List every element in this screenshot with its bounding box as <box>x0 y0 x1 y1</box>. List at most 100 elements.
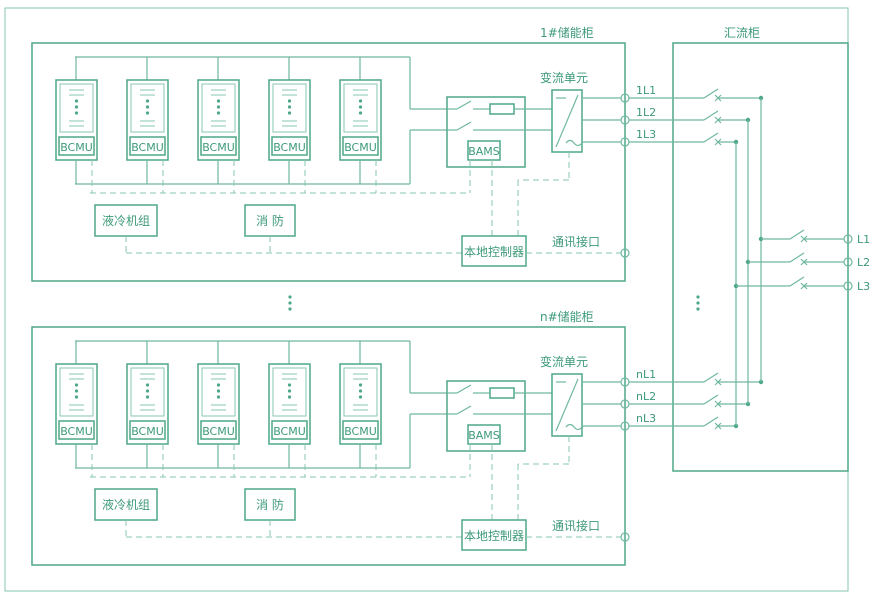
module-ellipsis-icon <box>216 383 221 399</box>
liquid-cooling-label: 液冷机组 <box>102 213 150 228</box>
ellipsis-dot <box>216 389 221 393</box>
ellipsis-dot <box>216 383 221 387</box>
battery-cluster-2: BCMU <box>126 57 169 193</box>
ellipsis-dot <box>358 99 363 103</box>
cabinet-frame <box>31 42 626 282</box>
ellipsis-dot <box>145 395 150 399</box>
battery-module-rack <box>201 367 236 417</box>
ellipsis-dot <box>74 383 79 387</box>
fire-protection-label: 消 防 <box>256 497 284 512</box>
comm-terminal <box>620 532 630 542</box>
battery-module-rack <box>59 367 94 417</box>
ellipsis-dot <box>145 383 150 387</box>
ellipsis-dot <box>216 105 221 109</box>
fire-protection-box <box>244 204 296 237</box>
breaker-blade <box>703 416 719 427</box>
dc-switch-bottom-icon <box>447 405 481 415</box>
converter-diagonal <box>555 378 579 432</box>
bcmu-label: BCMU <box>273 425 306 438</box>
bcmu-box <box>200 420 237 440</box>
phase-label-1: nL1 <box>636 368 656 381</box>
cabinet-ellipsis-icon <box>288 295 292 311</box>
bcmu-label: BCMU <box>202 141 235 154</box>
ellipsis-dot <box>74 389 79 393</box>
ellipsis-dot <box>358 105 363 109</box>
local-controller-label: 本地控制器 <box>464 245 524 259</box>
bcmu-label: BCMU <box>202 425 235 438</box>
ellipsis-dot <box>287 105 292 109</box>
bcmu-box <box>200 136 237 156</box>
bams-box <box>467 424 501 445</box>
switch-blade <box>456 384 472 394</box>
liquid-cooling-box <box>94 204 158 237</box>
battery-cluster-5: BCMU <box>339 341 382 477</box>
comm-interface-label: 通讯接口 <box>552 518 600 533</box>
output-label-2: L2 <box>857 256 870 269</box>
battery-module-rack <box>343 367 378 417</box>
ellipsis-dot <box>74 105 79 109</box>
bams-label: BAMS <box>468 145 500 158</box>
phase-label-3: nL3 <box>636 412 656 425</box>
ellipsis-dot <box>358 395 363 399</box>
main-breaker-blade <box>789 229 805 240</box>
ellipsis-dot <box>74 111 79 115</box>
battery-module-rack <box>59 83 94 133</box>
phase-label-3: 1L3 <box>636 128 656 141</box>
phase-label-1: 1L1 <box>636 84 656 97</box>
battery-cluster-1: BCMU <box>55 341 98 477</box>
bams-box <box>467 140 501 161</box>
bcmu-box <box>129 420 166 440</box>
battery-module-rack <box>130 83 165 133</box>
switch-blade <box>456 100 472 110</box>
bcmu-label: BCMU <box>60 141 93 154</box>
ellipsis-dot <box>287 111 292 115</box>
output-label-3: L3 <box>857 280 870 293</box>
dc-switch-top-icon <box>447 384 481 394</box>
liquid-cooling-label: 液冷机组 <box>102 497 150 512</box>
bcmu-label: BCMU <box>344 425 377 438</box>
breaker-blade <box>703 110 719 121</box>
ellipsis-dot <box>74 99 79 103</box>
output-terminal <box>843 257 853 267</box>
module-ellipsis-icon <box>287 383 292 399</box>
ellipsis-dot <box>74 395 79 399</box>
breaker-blade <box>703 132 719 143</box>
ellipsis-dot <box>216 99 221 103</box>
module-ellipsis-icon <box>74 99 79 115</box>
battery-cluster-4: BCMU <box>268 57 311 193</box>
switch-blade <box>456 405 472 415</box>
converter-ac-symbol <box>565 423 583 431</box>
bcmu-box <box>129 136 166 156</box>
ellipsis-dot <box>358 383 363 387</box>
ellipsis-dot <box>287 99 292 103</box>
main-breaker-blade <box>789 276 805 287</box>
fire-protection-label: 消 防 <box>256 213 284 228</box>
switch-blade <box>456 121 472 131</box>
main-breaker-blade <box>789 252 805 263</box>
ellipsis-dot <box>288 301 292 305</box>
fuse-icon <box>489 103 515 115</box>
ellipsis-dot <box>288 307 292 311</box>
bcmu-label: BCMU <box>344 141 377 154</box>
battery-module-rack <box>130 367 165 417</box>
battery-module-rack <box>201 83 236 133</box>
ellipsis-dot <box>145 99 150 103</box>
module-ellipsis-icon <box>216 99 221 115</box>
cabinet-frame <box>31 326 626 566</box>
module-ellipsis-icon <box>74 383 79 399</box>
module-ellipsis-icon <box>287 99 292 115</box>
battery-cluster-4: BCMU <box>268 341 311 477</box>
local-controller-box <box>461 235 527 267</box>
output-label-1: L1 <box>857 233 870 246</box>
bcmu-label: BCMU <box>273 141 306 154</box>
bcmu-box <box>58 136 95 156</box>
combiner-title: 汇流柜 <box>724 26 760 40</box>
bcmu-label: BCMU <box>131 425 164 438</box>
ellipsis-dot <box>696 307 700 311</box>
bcmu-label: BCMU <box>60 425 93 438</box>
ellipsis-dot <box>696 295 700 299</box>
ellipsis-dot <box>216 395 221 399</box>
converter-ac-symbol <box>565 139 583 147</box>
